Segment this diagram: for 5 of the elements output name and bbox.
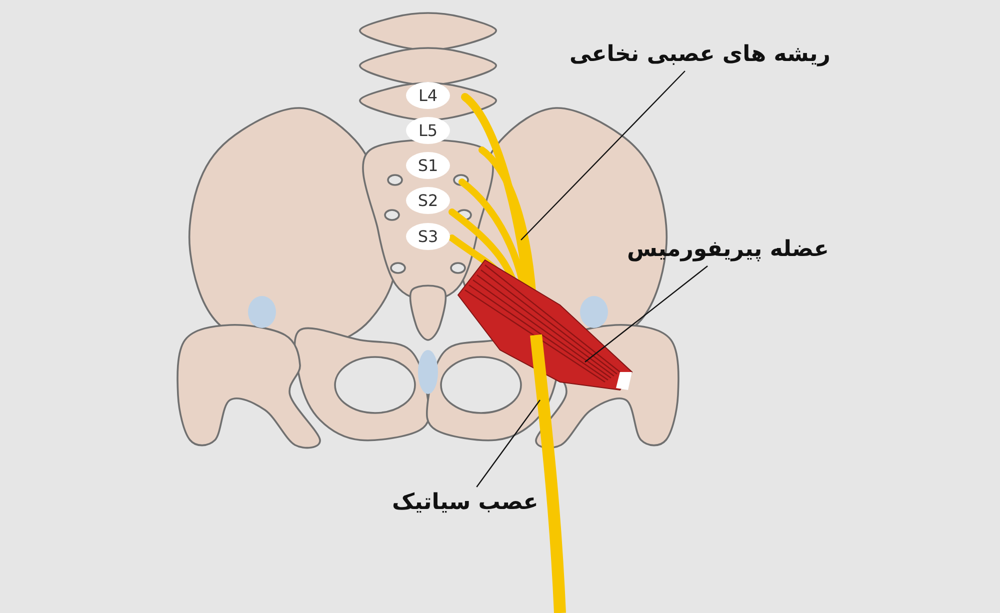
callout-label: عصب سیاتیک	[392, 489, 538, 517]
leader-line	[584, 266, 708, 362]
leader-line	[476, 400, 540, 488]
leader-line	[520, 70, 686, 240]
callout-label: ریشه های عصبی نخاعی	[570, 41, 830, 69]
